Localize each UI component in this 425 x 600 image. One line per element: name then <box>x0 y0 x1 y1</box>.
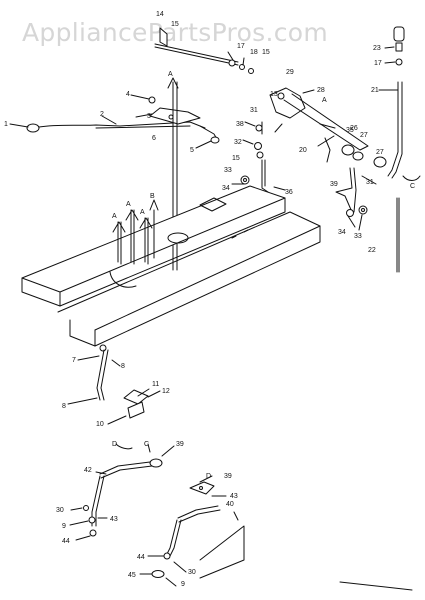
callout-6: 6 <box>152 135 156 142</box>
callout-14: 14 <box>156 11 164 18</box>
callout-34-right: 34 <box>338 229 346 236</box>
bottom-edge-mark <box>339 581 413 591</box>
callout-13: 13 <box>270 91 278 98</box>
lever-bracket-assembly <box>269 87 387 168</box>
callout-9-right: 9 <box>181 581 185 588</box>
callout-5: 5 <box>190 147 194 154</box>
callout-8-upper: 8 <box>121 363 125 370</box>
callout-27-lower: 27 <box>376 149 384 156</box>
frame-chassis <box>21 185 321 347</box>
callout-11: 11 <box>152 381 159 388</box>
callout-C-right: D <box>206 473 211 480</box>
callout-A-4: B <box>150 193 155 200</box>
callout-1: 1 <box>4 121 8 128</box>
callout-4: 4 <box>126 91 130 98</box>
callout-30-left: 30 <box>56 507 64 514</box>
callout-31-right: 31 <box>366 179 374 186</box>
callout-27-upper: 27 <box>360 132 368 139</box>
callout-15-right: 15 <box>262 49 270 56</box>
callout-39-right: 39 <box>224 473 232 480</box>
callout-3: 3 <box>147 113 151 120</box>
callout-21: 21 <box>371 87 379 94</box>
callout-31-left: 31 <box>250 107 258 114</box>
callout-33-right: 33 <box>354 233 362 240</box>
callout-26: 26 <box>350 125 358 132</box>
callout-23: 23 <box>373 45 381 52</box>
callout-43-left: 43 <box>110 516 118 523</box>
callout-15-top: 15 <box>171 21 179 28</box>
callout-39-dot: 40 <box>226 501 234 508</box>
callout-30-right: 30 <box>188 569 196 576</box>
callout-32: 32 <box>234 139 242 146</box>
callout-20: 20 <box>299 147 307 154</box>
callout-18: 18 <box>250 49 258 56</box>
callout-7: 7 <box>72 357 76 364</box>
callout-38-left: 38 <box>236 121 244 128</box>
callout-40: 42 <box>84 467 92 474</box>
callout-22: 22 <box>368 247 376 254</box>
callout-33-left: 33 <box>224 167 232 174</box>
callout-8-lower: 8 <box>62 403 66 410</box>
callout-36: 36 <box>285 189 293 196</box>
callout-15-mid: 15 <box>232 155 240 162</box>
callout-28: 28 <box>317 87 325 94</box>
callout-labels: 1 2 3 4 5 6 7 8 8 9 9 10 11 12 13 14 15 … <box>4 11 415 588</box>
callout-29: 29 <box>286 69 294 76</box>
callout-A-top: A <box>168 71 173 78</box>
fastener-group <box>231 121 286 193</box>
callout-C-left: C <box>144 441 149 448</box>
callout-43-right: 44 <box>137 554 145 561</box>
callout-A-1: A <box>112 213 117 220</box>
callout-35: 35 <box>346 127 354 134</box>
callout-39-left: 39 <box>176 441 184 448</box>
callout-12: 12 <box>162 388 170 395</box>
handle-assembly <box>378 26 421 181</box>
watermark: AppliancePartsPros.com <box>22 18 329 47</box>
callout-2: 2 <box>100 111 104 118</box>
callout-45: A <box>322 97 327 104</box>
callout-44-right: 45 <box>128 572 136 579</box>
callout-17-top: 17 <box>237 43 245 50</box>
callout-44-left: 44 <box>62 538 70 545</box>
shift-rod-top-assembly <box>154 27 254 74</box>
callout-34-left: 34 <box>222 185 230 192</box>
callout-A-3: A <box>140 209 145 216</box>
lower-right-lever <box>139 475 245 587</box>
callout-10: 10 <box>96 421 104 428</box>
callout-B: C <box>410 183 415 190</box>
callout-38-right: 39 <box>330 181 338 188</box>
callout-42: 43 <box>230 493 238 500</box>
callout-A-2: A <box>126 201 131 208</box>
callout-9-left: 9 <box>62 523 66 530</box>
right-lever-assembly <box>335 167 400 273</box>
callout-D-left: D <box>112 441 117 448</box>
callout-17-right: 17 <box>374 60 382 67</box>
lower-left-lever <box>69 443 175 541</box>
middle-linkage <box>67 344 161 425</box>
